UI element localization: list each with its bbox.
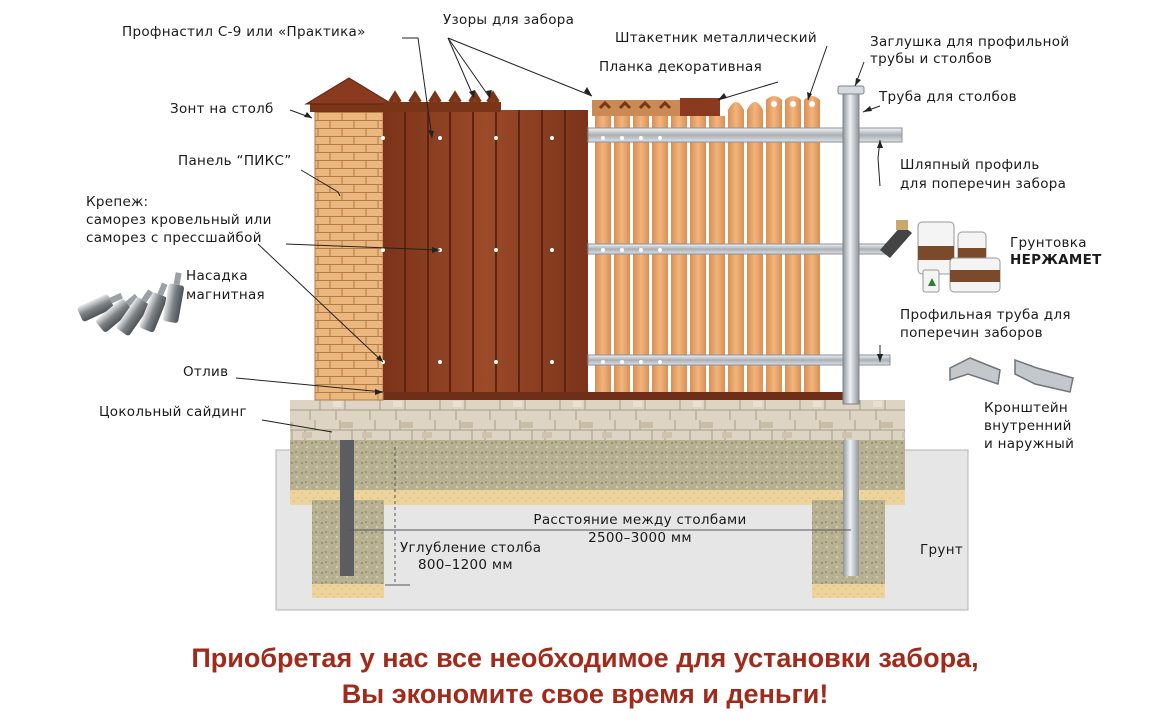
buried-post-right: [843, 440, 859, 576]
label-tsokol: Цокольный сайдинг: [99, 404, 247, 420]
magnetic-bits-picture: [77, 272, 185, 336]
label-krepezh-2: саморез кровельный или: [86, 212, 272, 228]
label-zaglushka-2: трубы и столбов: [870, 51, 992, 67]
label-kronshtein-3: и наружный: [984, 436, 1075, 452]
sand-layer: [290, 490, 905, 505]
sand-under-right-post: [812, 584, 885, 598]
decorative-pattern-strip: [383, 102, 501, 112]
drip-edge: [383, 392, 843, 400]
profnastil-sheets: [383, 90, 588, 392]
label-prof-truba-1: Профильная труба для: [900, 307, 1071, 323]
pillar-cap-base: [310, 102, 388, 112]
post-cap: [837, 85, 865, 95]
label-distance-1: Расстояние между столбами: [533, 512, 747, 528]
brackets-picture: [949, 357, 1074, 393]
label-depth-1: Углубление столба: [400, 540, 542, 556]
profile-pipe-rail-bottom: [587, 354, 891, 366]
label-gruntovka-1: Грунтовка: [1010, 235, 1087, 251]
slogan: Приобретая у нас все необходимое для уст…: [0, 640, 1170, 712]
sand-under-left-post: [312, 584, 384, 598]
pillar-cap-roof: [304, 77, 394, 105]
brick-pillar: [314, 109, 384, 401]
label-gruntovka-2: НЕРЖАМЕТ: [1010, 252, 1102, 268]
label-patterns: Узоры для забора: [443, 12, 575, 28]
leader-arrows: [304, 78, 883, 395]
label-prof-truba-2: поперечин заборов: [900, 325, 1043, 341]
label-kronshtein-2: внутренний: [984, 418, 1072, 434]
label-depth-2: 800–1200 мм: [418, 557, 513, 573]
label-shlyapny-2: для поперечин забора: [900, 176, 1067, 192]
buried-post-left: [340, 440, 354, 576]
label-grunt: Грунт: [920, 542, 963, 558]
label-zont: Зонт на столб: [170, 101, 274, 117]
label-nasadka-1: Насадка: [186, 268, 248, 284]
stone-plinth: [290, 400, 905, 440]
screw-dots: [381, 136, 662, 364]
label-planka: Планка декоративная: [599, 59, 763, 75]
label-krepezh-1: Крепеж:: [86, 194, 149, 210]
label-nasadka-2: магнитная: [186, 287, 265, 303]
label-otliv: Отлив: [183, 364, 229, 380]
label-profnastil: Профнастил С-9 или «Практика»: [122, 24, 366, 40]
label-shtaketnik: Штакетник металлический: [615, 30, 817, 46]
label-truba-stolb: Труба для столбов: [879, 89, 1017, 105]
gravel-foundation: [290, 440, 905, 584]
hat-profile-rail-top: [587, 127, 903, 143]
label-panel: Панель “ПИКС”: [178, 153, 292, 169]
leader-lines: [235, 37, 881, 433]
label-shlyapny-1: Шляпный профиль: [900, 157, 1040, 173]
slogan-line-1: Приобретая у нас все необходимое для уст…: [191, 643, 979, 673]
slogan-line-2: Вы экономите свое время и деньги!: [341, 679, 829, 709]
label-distance-2: 2500–3000 мм: [588, 530, 692, 546]
steel-post: [842, 91, 860, 405]
label-kronshtein-1: Кронштейн: [984, 400, 1069, 416]
label-krepezh-3: саморез с прессшайбой: [86, 230, 262, 246]
label-zaglushka-1: Заглушка для профильной: [870, 34, 1070, 50]
primer-cans-picture: [880, 220, 1001, 293]
